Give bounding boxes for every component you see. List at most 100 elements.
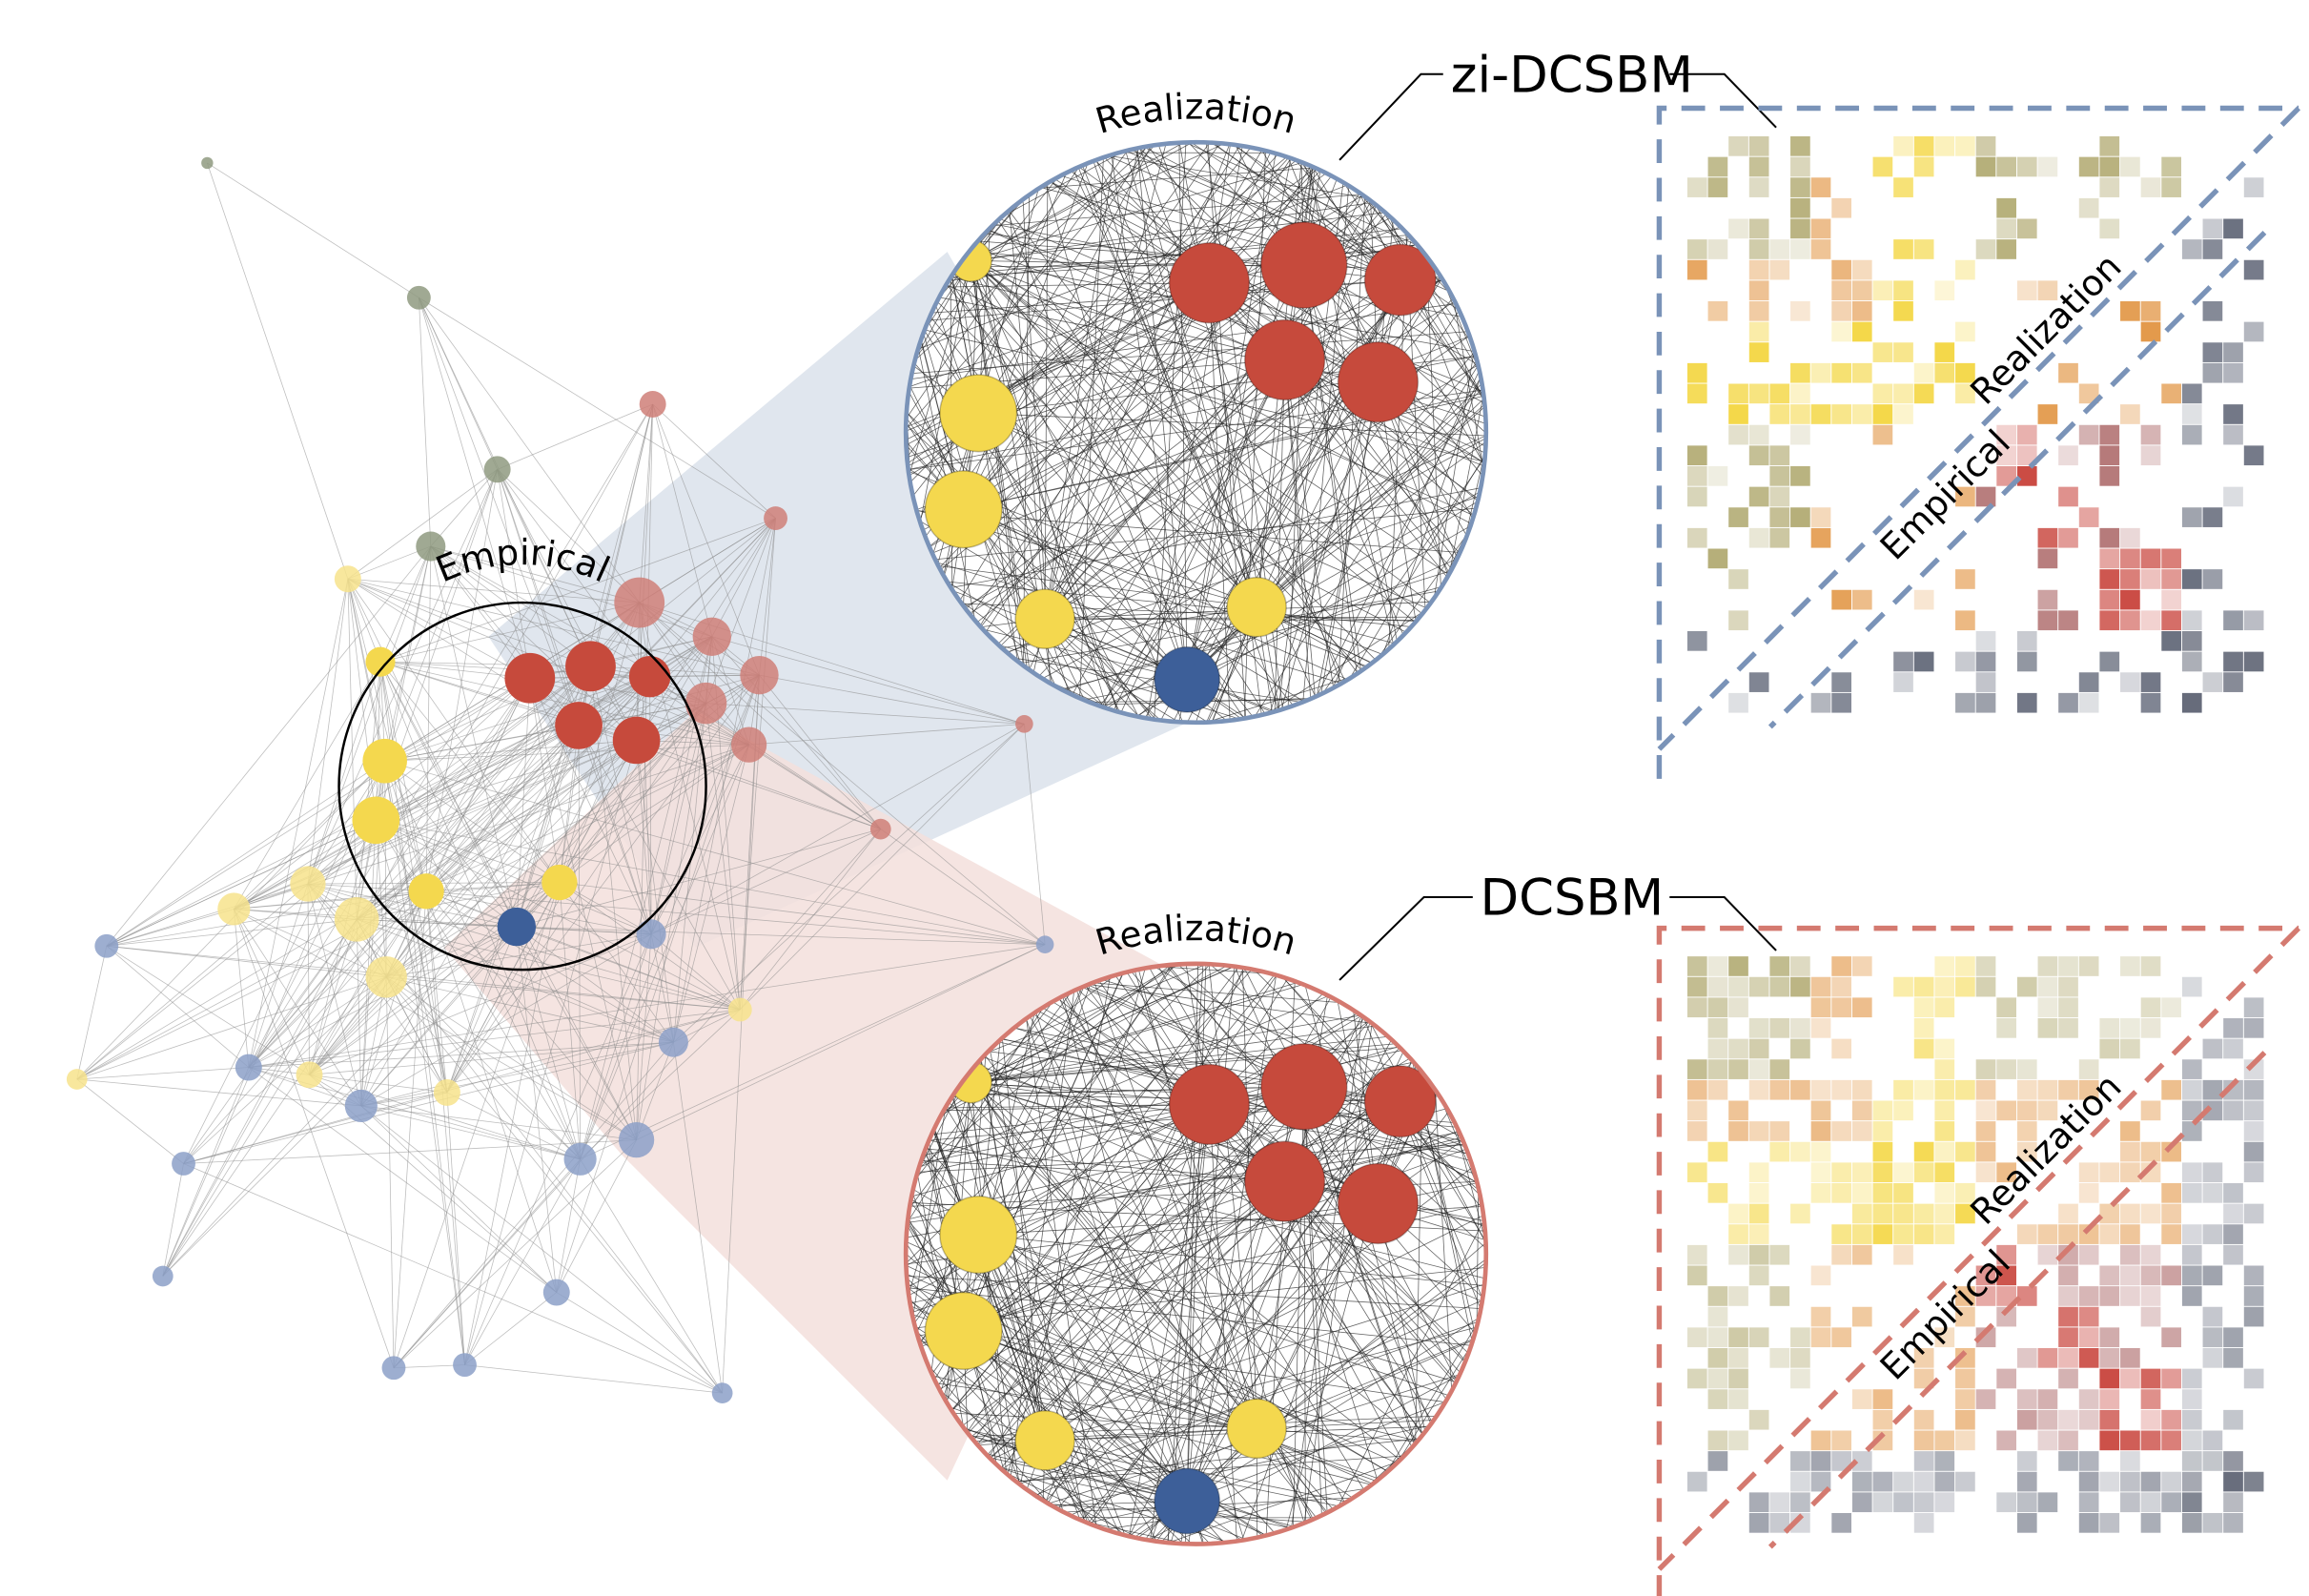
- network-edge: [375, 820, 448, 1094]
- matrix-cell: [2120, 404, 2140, 424]
- matrix-cell: [1790, 1347, 1810, 1368]
- network-edge: [650, 933, 674, 1043]
- network-edge: [464, 882, 561, 1365]
- network-node: [618, 1122, 655, 1158]
- network-edge: [384, 744, 749, 762]
- matrix-cell: [2202, 1512, 2223, 1533]
- network-edge: [379, 662, 581, 1159]
- matrix-cell: [2058, 692, 2078, 713]
- matrix-cell: [1686, 1162, 1707, 1183]
- zoom-edge: [1226, 142, 1400, 280]
- network-edge: [234, 677, 531, 910]
- matrix-cell: [2120, 1265, 2140, 1286]
- matrix-cell: [2181, 507, 2202, 527]
- matrix-cell: [1728, 976, 1748, 997]
- network-edge: [430, 545, 712, 638]
- network-edge: [650, 933, 741, 1011]
- zoom-edge: [1209, 1104, 1461, 1389]
- network-node: [334, 897, 379, 942]
- network-edge: [580, 1158, 723, 1394]
- network-edge: [76, 976, 387, 1080]
- network-edge: [162, 890, 427, 1277]
- matrix-cell: [2078, 1471, 2099, 1492]
- matrix-cell: [1728, 383, 1748, 404]
- matrix-cell: [2058, 1203, 2078, 1224]
- network-edge: [106, 890, 427, 947]
- zoom-edge: [932, 297, 1046, 620]
- zoom-edge: [985, 1100, 1400, 1463]
- network-edge: [419, 297, 580, 726]
- network-edge: [233, 661, 381, 910]
- network-edge: [376, 819, 741, 1011]
- zoom-edge: [906, 1180, 1285, 1316]
- matrix-cell: [1934, 362, 1955, 383]
- network-edge: [360, 1105, 637, 1141]
- matrix-cell: [2120, 1286, 2140, 1306]
- matrix-cell: [2016, 280, 2037, 301]
- zoom-edge: [930, 564, 1257, 608]
- matrix-dashed-border: [1656, 925, 2299, 1596]
- matrix-cell: [2161, 548, 2181, 569]
- matrix-cell: [1748, 672, 1769, 692]
- network-edge: [379, 602, 640, 663]
- matrix-cell: [2099, 156, 2120, 177]
- network-edge: [559, 676, 650, 883]
- matrix-cell: [1975, 1265, 1996, 1286]
- matrix-cell: [1748, 321, 1769, 342]
- zoom-edge: [971, 979, 1308, 1083]
- matrix-cell: [1831, 956, 1851, 976]
- matrix-cell: [2223, 1100, 2243, 1121]
- zoom-edge: [1186, 496, 1485, 681]
- network-edge: [307, 884, 310, 1075]
- matrix-cell: [2037, 404, 2058, 424]
- zoom-edge: [946, 1412, 1257, 1429]
- matrix-cell: [2223, 1079, 2243, 1100]
- zoom-edge: [1257, 142, 1478, 526]
- matrix-cell: [2037, 956, 2058, 976]
- zoom-edge: [1186, 393, 1486, 681]
- matrix-cell: [2161, 1182, 2181, 1203]
- matrix-cell: [2120, 1347, 2140, 1368]
- matrix-cell: [1851, 997, 1872, 1018]
- matrix-cell: [1955, 1347, 1975, 1368]
- zoom-node: [1260, 1042, 1348, 1131]
- matrix-cell: [1707, 1306, 1728, 1327]
- matrix-cell: [2243, 1121, 2264, 1141]
- matrix-cell: [2078, 956, 2099, 976]
- network-edge: [590, 665, 637, 1140]
- matrix-cell: [2037, 527, 2058, 548]
- zoom-edge: [1254, 601, 1440, 723]
- matrix-cell: [2078, 507, 2099, 527]
- matrix-cell: [1707, 1141, 1728, 1162]
- matrix-dashed-divider: [1768, 230, 2267, 729]
- zoom-edge: [1134, 142, 1257, 607]
- network-edge: [309, 919, 358, 1075]
- network-edge: [516, 926, 1046, 946]
- matrix-cell: [1913, 156, 1934, 177]
- network-edge: [636, 740, 652, 934]
- matrix-cell: [1769, 259, 1790, 280]
- matrix-cell: [2140, 301, 2161, 321]
- matrix-cell: [1996, 1265, 2016, 1286]
- network-edge: [248, 976, 387, 1068]
- zoom-edge: [1025, 1012, 1098, 1533]
- network-node: [217, 892, 251, 926]
- network-edge: [393, 829, 882, 1368]
- matrix-cell: [1769, 1286, 1790, 1306]
- network-edge: [376, 819, 652, 935]
- matrix-cell: [1893, 1492, 1913, 1513]
- matrix-cell: [2202, 1327, 2223, 1348]
- zoom-edge: [1004, 205, 1188, 680]
- network-edge: [652, 403, 760, 676]
- matrix-cell: [1686, 177, 1707, 197]
- matrix-cell: [2140, 1306, 2161, 1327]
- matrix-cell: [2140, 1512, 2161, 1533]
- adjacency-matrix-dcsbm: [1656, 925, 2301, 1596]
- zoom-edge: [971, 260, 1187, 723]
- network-edge: [347, 578, 760, 676]
- network-edge: [380, 661, 591, 667]
- matrix-cell: [2058, 1079, 2078, 1100]
- network-edge: [516, 926, 674, 1043]
